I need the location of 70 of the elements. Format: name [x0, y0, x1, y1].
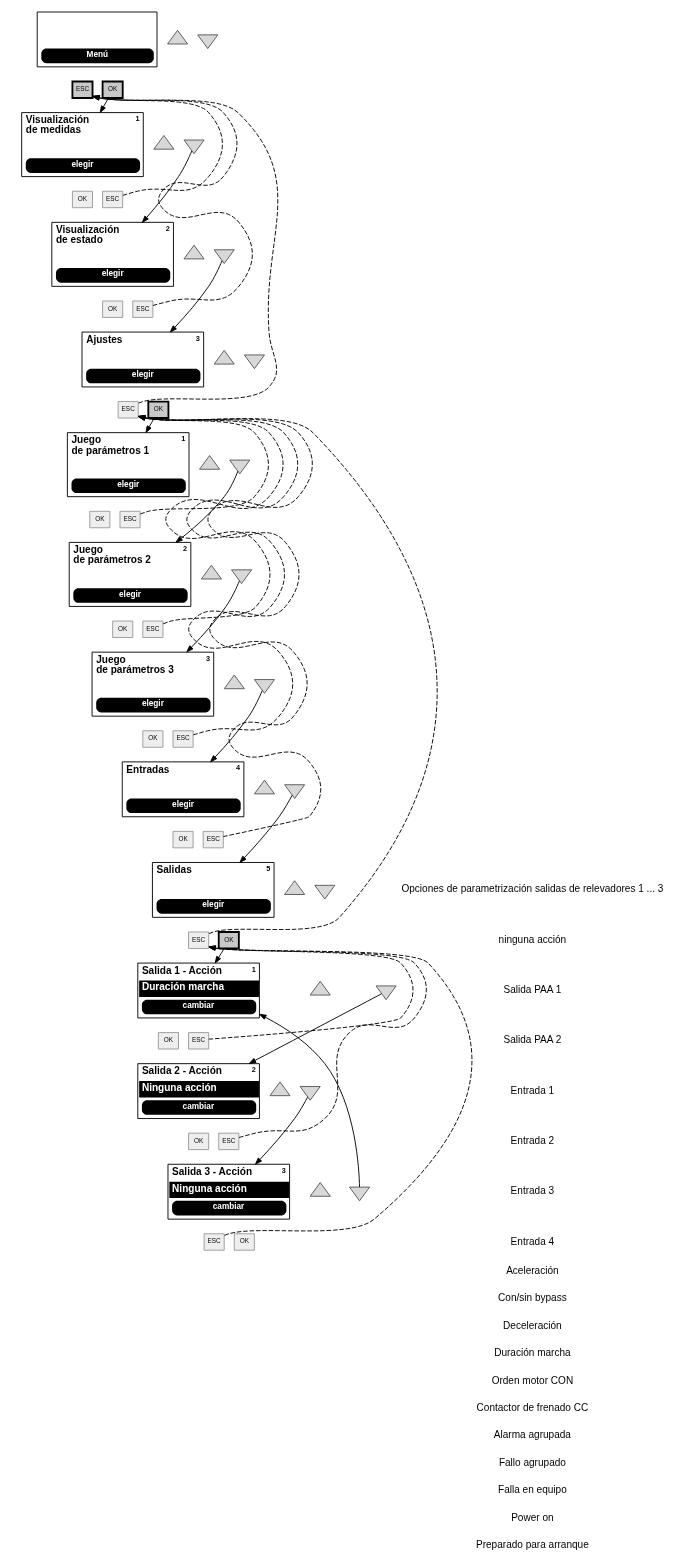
arrow — [258, 1013, 360, 1188]
arrow — [208, 945, 427, 1138]
label: Salida PAA 2 — [502, 1034, 561, 1046]
label: Aceleración — [505, 1264, 559, 1276]
node-box: Visualización de estado 2 elegir — [50, 221, 174, 287]
arrow — [91, 95, 278, 404]
node-invtriangle — [313, 884, 335, 900]
node-invtriangle — [196, 34, 218, 50]
node-invtriangle — [228, 459, 250, 475]
arrow — [207, 945, 413, 1040]
arrow — [209, 690, 263, 763]
arrow — [254, 1096, 308, 1165]
label: Falla en equipo — [497, 1484, 567, 1496]
label: Entrada 3 — [510, 1185, 554, 1197]
node-box: Visualización de medidas 1 elegir — [20, 112, 144, 178]
node-invtriangle — [348, 1186, 370, 1202]
label: ninguna acción — [498, 933, 566, 945]
node-triangle — [283, 880, 305, 895]
label: Preparado para arranque — [475, 1539, 589, 1551]
node-invtriangle — [253, 679, 275, 694]
node-triangle — [253, 779, 275, 795]
node-triangle — [152, 135, 174, 150]
arrow — [137, 415, 284, 625]
node-triangle — [309, 1182, 331, 1197]
node-invtriangle — [213, 249, 235, 264]
node-triangle — [166, 29, 188, 45]
node-triangle — [269, 1081, 290, 1097]
arrow — [185, 580, 240, 653]
arrow — [137, 415, 437, 934]
label: Orden motor CON — [491, 1374, 573, 1386]
label: Salida PAA 1 — [502, 984, 561, 996]
node-box: Juego de parámetros 3 3 elegir — [91, 651, 214, 717]
label: Entrada 1 — [510, 1084, 554, 1096]
label: Con/sin bypass — [497, 1292, 567, 1304]
node-invtriangle — [299, 1086, 321, 1101]
arrow — [137, 415, 269, 515]
label: Deceleración — [502, 1319, 562, 1331]
node-triangle — [223, 674, 245, 690]
label: Contactor de frenado CC — [476, 1401, 588, 1413]
label: Duración marcha — [493, 1347, 571, 1359]
arrow — [137, 415, 321, 837]
node-triangle — [309, 980, 331, 996]
node-invtriangle — [283, 784, 305, 799]
arrow — [91, 95, 223, 196]
node-triangle — [183, 244, 205, 260]
arrow — [248, 993, 382, 1064]
arrow — [214, 948, 225, 964]
label: Alarma agrupada — [493, 1429, 571, 1441]
arrow — [91, 95, 253, 306]
label: Fallo agrupado — [498, 1456, 566, 1468]
arrow — [145, 417, 155, 433]
node-invtriangle — [243, 354, 265, 370]
node-invtriangle — [230, 569, 252, 584]
node-triangle — [198, 455, 220, 470]
arrow — [141, 150, 192, 223]
arrow — [137, 415, 298, 736]
node-box: Ajustes 3 elegir — [81, 331, 204, 388]
arrow — [99, 97, 109, 113]
label: Entrada 2 — [510, 1134, 554, 1146]
arrow — [175, 470, 238, 543]
label: Opciones de parametrización salidas de relevadores 1 ... 3 — [400, 883, 663, 895]
node-invtriangle — [183, 139, 205, 155]
node-triangle — [213, 349, 235, 365]
arrow — [169, 260, 222, 333]
arrow — [239, 794, 292, 863]
node-invtriangle — [375, 985, 397, 1001]
label: Entrada 4 — [510, 1235, 554, 1247]
node-triangle — [200, 564, 222, 580]
label: Power on — [510, 1511, 554, 1523]
arrow — [208, 945, 472, 1236]
